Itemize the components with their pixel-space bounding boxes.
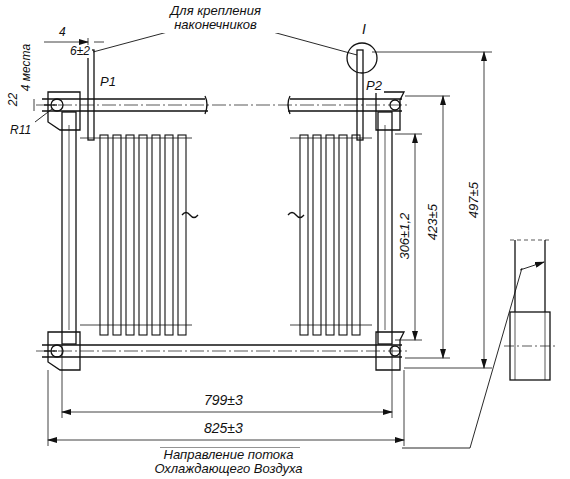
dimension: 423±5 [426,202,440,242]
resistor-strip [178,135,186,335]
note-text: Для крепления наконечников [151,4,280,33]
dimension: 6±2 [68,45,92,58]
dimension: 4 [57,26,68,39]
strip-bar [290,138,372,139]
dimension: 799±3 [202,393,245,408]
radius-dimension: R11 [8,124,33,137]
strip-bar [80,325,192,326]
terminal-name: P2 [364,79,384,93]
note-text: Направление потока Охлаждающего Воздуха [144,448,313,477]
resistor-strip [165,135,173,335]
resistor-strip [326,135,334,335]
resistor-strip [139,135,147,335]
resistor-strip [100,135,108,335]
dimension: 825±3 [202,421,245,436]
resistor-strip [126,135,134,335]
resistor-strip [352,135,360,335]
dimension: 22 [7,91,20,108]
strip-bar [290,325,372,326]
resistor-strip [152,135,160,335]
resistor-strip [300,135,308,335]
resistor-strip [313,135,321,335]
dimension-note: 4 места [20,42,33,93]
dimension: 306±1,2 [398,211,412,262]
resistor-strip [339,135,347,335]
dimension: 497±5 [467,180,481,220]
detail-callout: I [360,22,368,37]
terminal-name: P1 [98,75,118,89]
strip-bar [80,138,192,139]
resistor-strip [113,135,121,335]
